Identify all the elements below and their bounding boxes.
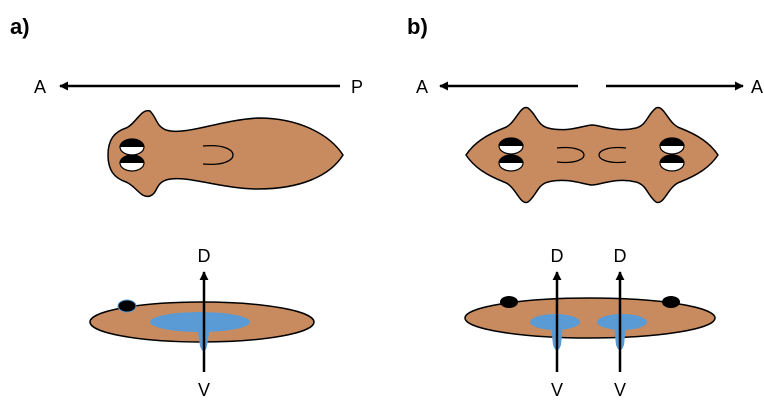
posterior-label: P bbox=[351, 77, 363, 97]
dorsal-label-right: D bbox=[614, 246, 627, 266]
eye-left-lower bbox=[498, 154, 524, 172]
anterior-label: A bbox=[34, 77, 46, 97]
eye-right-upper bbox=[659, 137, 685, 155]
eye-left-upper bbox=[498, 137, 524, 155]
panel-b: b) A A bbox=[407, 14, 763, 400]
eye-lower bbox=[119, 154, 145, 172]
planarian-body bbox=[107, 109, 344, 198]
dorsal-label: D bbox=[198, 246, 211, 266]
eye-upper bbox=[119, 138, 145, 156]
panel-a: a) A P D V bbox=[10, 14, 363, 400]
gut bbox=[150, 312, 250, 332]
eye-section-left bbox=[500, 296, 518, 308]
pharynx-left bbox=[556, 146, 585, 164]
panel-b-label: b) bbox=[407, 14, 428, 39]
anterior-label-right: A bbox=[751, 77, 763, 97]
gut-right bbox=[597, 314, 647, 330]
cross-section-body bbox=[464, 297, 716, 339]
ventral-label-right: V bbox=[614, 380, 626, 400]
cross-section-a: D V bbox=[89, 246, 315, 400]
eye-section bbox=[117, 299, 137, 313]
planarian-body-two-headed bbox=[465, 106, 719, 204]
gut-left bbox=[530, 314, 580, 330]
dorsal-label-left: D bbox=[551, 246, 564, 266]
eye-section-right bbox=[662, 296, 680, 308]
pharynx bbox=[202, 144, 234, 166]
anterior-label-left: A bbox=[416, 77, 428, 97]
ventral-label-left: V bbox=[551, 380, 563, 400]
eye-right-lower bbox=[659, 154, 685, 172]
pharynx-right bbox=[598, 146, 627, 164]
ventral-label: V bbox=[198, 380, 210, 400]
cross-section-b: D D V V bbox=[464, 246, 716, 400]
panel-a-label: a) bbox=[10, 14, 30, 39]
